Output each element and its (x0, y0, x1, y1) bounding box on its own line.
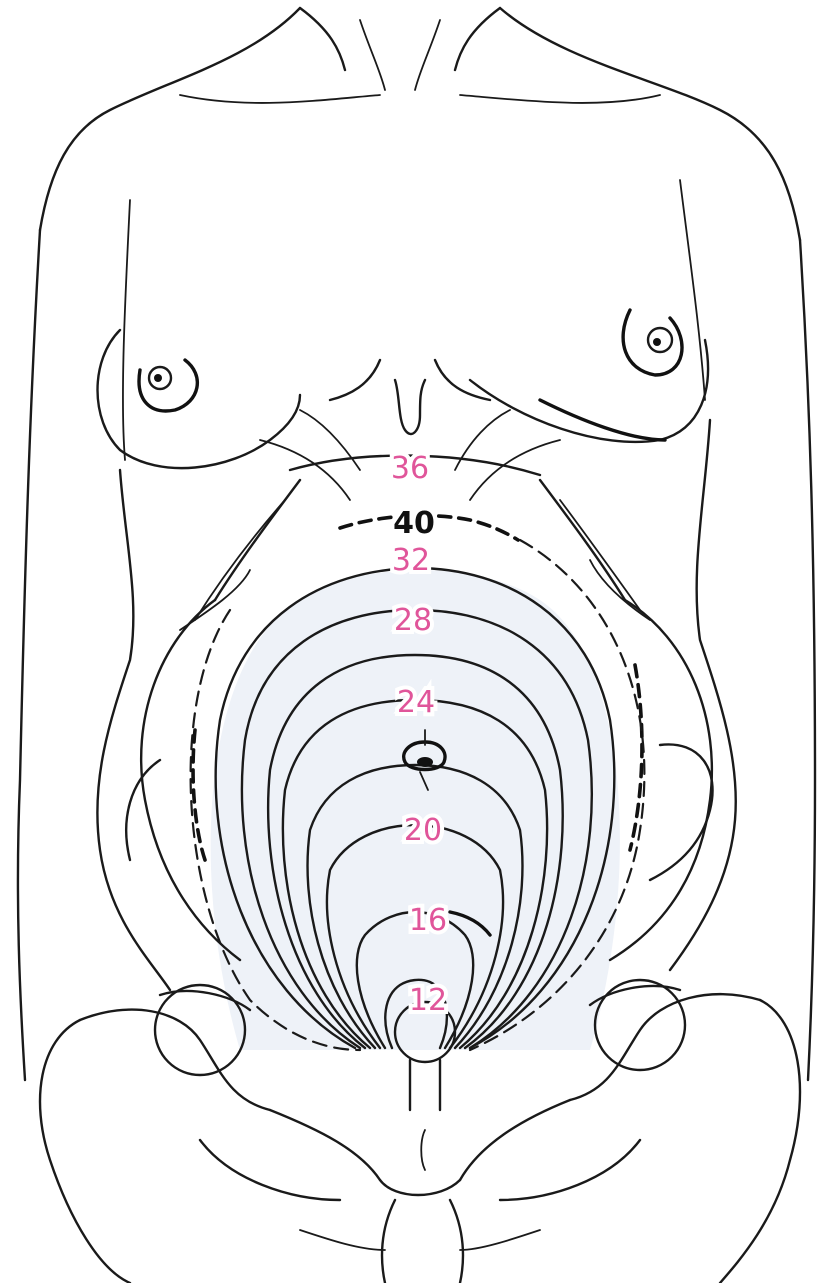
week-24-label: 24 (397, 685, 435, 720)
week-20-label: 20 (404, 813, 442, 848)
week-12-label: 12 (409, 983, 447, 1018)
uterus-shading (211, 570, 620, 1050)
left-breast (98, 330, 301, 468)
week-16-label: 16 (409, 903, 447, 938)
week-32-label: 32 (392, 543, 430, 578)
week-28-label: 28 (394, 603, 432, 638)
week-36-label: 36 (391, 451, 429, 486)
week-40-label: 40 (393, 506, 435, 541)
right-breast (470, 310, 708, 442)
